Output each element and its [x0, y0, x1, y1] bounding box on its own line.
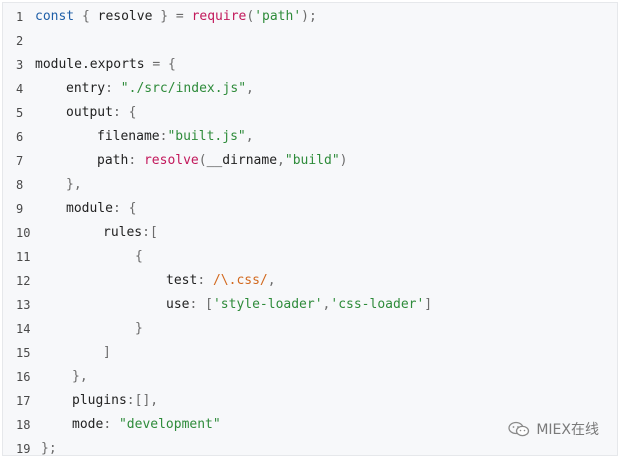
- code-token: ,: [246, 81, 254, 96]
- code-token: rules: [103, 225, 143, 240]
- code-token: ,: [322, 297, 331, 312]
- line-number: 18: [16, 418, 31, 432]
- code-token: mode: [72, 417, 104, 432]
- code-token: ,: [277, 153, 285, 168]
- line-number: 9: [16, 202, 24, 216]
- code-token: }: [135, 321, 143, 336]
- line-number: 1: [16, 10, 24, 24]
- code-token: entry: [66, 81, 106, 96]
- code-text: {: [35, 245, 143, 269]
- code-token: ,: [245, 129, 254, 144]
- code-text: module: {: [35, 197, 136, 221]
- code-token: ]: [103, 345, 111, 360]
- code-token: },: [66, 177, 82, 192]
- code-token: ]: [424, 297, 433, 312]
- line-number: 12: [16, 274, 31, 288]
- code-token: resolve: [143, 153, 199, 168]
- code-token: (: [198, 153, 207, 168]
- code-token: } =: [152, 9, 192, 24]
- code-token: const: [35, 9, 75, 24]
- line-number: 14: [16, 322, 31, 336]
- code-token: );: [301, 9, 317, 24]
- code-token: test: [166, 273, 198, 288]
- line-number: 17: [16, 394, 31, 408]
- code-token: {: [74, 9, 98, 24]
- code-text: test: /\.css/,: [35, 269, 276, 293]
- code-token: :[],: [126, 393, 159, 408]
- line-number: 5: [16, 106, 24, 120]
- code-token: ): [339, 153, 348, 168]
- code-token: :[: [142, 225, 158, 240]
- watermark: MIEX在线: [508, 419, 599, 439]
- code-token: "build": [284, 153, 340, 168]
- line-number: 10: [16, 226, 31, 240]
- code-text: entry: "./src/index.js",: [35, 77, 254, 101]
- code-token: },: [72, 369, 88, 384]
- code-token: filename: [97, 129, 160, 144]
- code-text: };: [35, 437, 57, 461]
- line-number: 11: [16, 250, 31, 264]
- code-token: "development": [118, 417, 221, 432]
- code-token: require: [191, 9, 247, 24]
- code-text: use: ['style-loader','css-loader']: [35, 293, 432, 317]
- line-number: 15: [16, 346, 31, 360]
- code-token: :: [103, 417, 119, 432]
- line-number: 3: [16, 58, 24, 72]
- code-text: },: [35, 173, 82, 197]
- code-token: "./src/index.js": [120, 81, 247, 96]
- code-text: }: [35, 317, 143, 341]
- code-token: : {: [112, 105, 137, 120]
- line-number: 13: [16, 298, 31, 312]
- code-token: path: [97, 153, 129, 168]
- code-text: },: [35, 365, 88, 389]
- line-number: 6: [16, 130, 24, 144]
- code-token: module.exports: [35, 57, 145, 72]
- code-text: const { resolve } = require('path');: [35, 5, 317, 29]
- code-text: ]: [35, 341, 111, 365]
- line-number: 8: [16, 178, 24, 192]
- code-token: __dirname: [206, 153, 278, 168]
- line-number: 4: [16, 82, 24, 96]
- code-text: plugins:[],: [35, 389, 158, 413]
- code-text: output: {: [35, 101, 136, 125]
- watermark-text: MIEX在线: [536, 422, 599, 438]
- code-token: resolve: [97, 9, 153, 24]
- code-text: rules:[: [35, 221, 158, 245]
- code-token: 'style-loader': [212, 297, 323, 312]
- code-text: path: resolve(__dirname,"build"): [35, 149, 348, 173]
- code-token: {: [135, 249, 143, 264]
- code-token: /\.css/: [212, 273, 268, 288]
- code-token: :: [159, 129, 168, 144]
- code-text: mode: "development": [35, 413, 221, 437]
- code-token: : [: [189, 297, 213, 312]
- line-number: 19: [16, 442, 31, 456]
- code-token: : {: [112, 201, 137, 216]
- line-number: 2: [16, 34, 24, 48]
- code-token: :: [105, 81, 121, 96]
- line-number: 16: [16, 370, 31, 384]
- code-token: ,: [267, 273, 276, 288]
- code-token: :: [128, 153, 144, 168]
- code-token: plugins: [72, 393, 127, 408]
- code-token: = {: [144, 57, 176, 72]
- code-text: module.exports = {: [35, 53, 176, 77]
- code-token: };: [41, 441, 57, 456]
- code-token: 'css-loader': [330, 297, 425, 312]
- code-token: "built.js": [167, 129, 246, 144]
- code-token: :: [197, 273, 213, 288]
- wechat-icon: [508, 421, 530, 437]
- code-token: 'path': [254, 9, 302, 24]
- code-token: output: [66, 105, 113, 120]
- code-token: (: [246, 9, 255, 24]
- line-number: 7: [16, 154, 24, 168]
- code-token: module: [66, 201, 113, 216]
- code-text: filename:"built.js",: [35, 125, 254, 149]
- code-token: use: [166, 297, 190, 312]
